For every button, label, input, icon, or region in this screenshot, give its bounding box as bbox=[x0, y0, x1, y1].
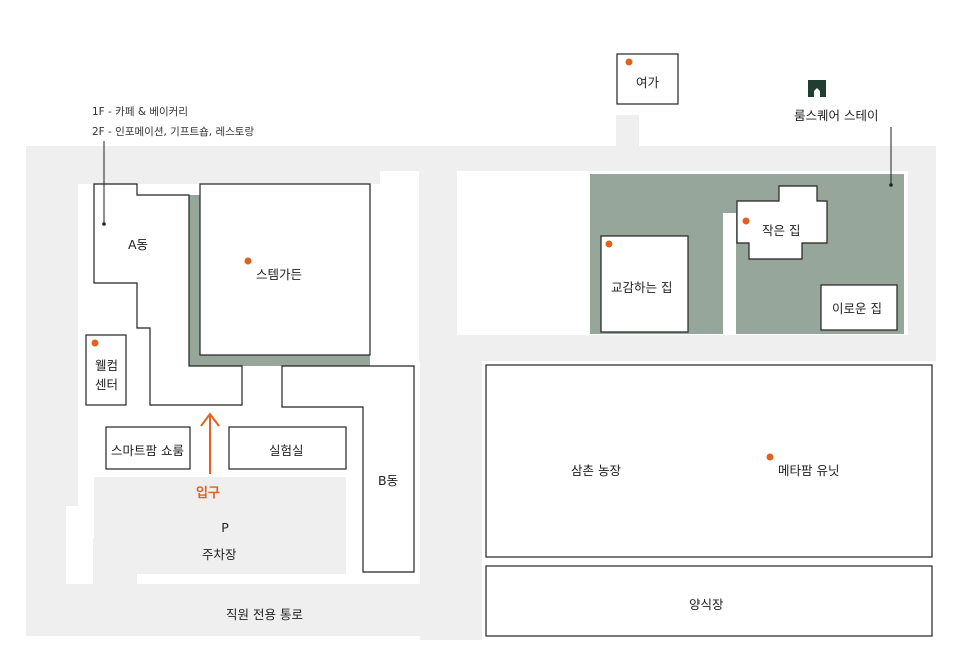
parking-symbol: P bbox=[221, 520, 229, 535]
label-lab: 실험실 bbox=[269, 443, 304, 458]
path-west bbox=[26, 146, 78, 506]
building-gyogam-jip[interactable] bbox=[600, 235, 689, 333]
building-a-dong[interactable] bbox=[93, 183, 243, 406]
location-dot-icon bbox=[742, 217, 750, 225]
label-gyogam-jip: 교감하는 집 bbox=[611, 280, 673, 295]
stemgarden-green-left bbox=[189, 195, 201, 366]
path-to-yeoga bbox=[616, 115, 639, 150]
location-dot-icon bbox=[91, 339, 99, 347]
path-east bbox=[908, 146, 936, 361]
floor-note-2f: 2F - 인포메이션, 기프트숍, 레스토랑 bbox=[92, 126, 255, 138]
entrance-arrow-icon bbox=[200, 412, 220, 474]
leader-dot bbox=[102, 222, 106, 226]
path-mid bbox=[419, 171, 457, 361]
label-yeoga: 여가 bbox=[636, 75, 660, 90]
leader-dot bbox=[889, 183, 893, 187]
parking-lot bbox=[94, 477, 346, 574]
label-iroun-jip: 이로운 집 bbox=[832, 301, 882, 316]
label-aquaculture: 양식장 bbox=[689, 597, 724, 612]
building-jageun-jip[interactable] bbox=[736, 185, 828, 260]
location-dot-icon bbox=[766, 453, 774, 461]
building-lab[interactable] bbox=[228, 426, 347, 470]
path-north-a bbox=[26, 146, 380, 184]
label-metafarm-unit: 메타팜 유닛 bbox=[778, 463, 840, 478]
stay-garden-path bbox=[723, 213, 736, 334]
label-a-dong: A동 bbox=[128, 237, 149, 252]
entrance-label: 입구 bbox=[196, 486, 220, 501]
building-samchon-farm[interactable] bbox=[485, 364, 933, 558]
building-b-dong[interactable] bbox=[281, 365, 415, 573]
path-north-b bbox=[380, 146, 936, 171]
path-sw bbox=[26, 506, 66, 636]
label-samchon-farm: 삼촌 농장 bbox=[571, 463, 621, 478]
label-jageun-jip: 작은 집 bbox=[762, 223, 801, 238]
label-b-dong: B동 bbox=[378, 473, 399, 488]
stemgarden-green-bottom bbox=[189, 355, 370, 366]
path-south-stay bbox=[419, 335, 936, 361]
label-welcome-center-line1: 웰컴 bbox=[95, 358, 119, 373]
label-welcome-center-line2: 센터 bbox=[95, 377, 119, 392]
building-stemgarden[interactable] bbox=[199, 183, 371, 356]
stay-flag-icon bbox=[808, 80, 826, 97]
building-welcome-center[interactable] bbox=[85, 334, 127, 406]
label-stemgarden: 스템가든 bbox=[256, 267, 303, 282]
label-room-square-stay: 룸스퀘어 스테이 bbox=[794, 108, 879, 123]
floor-note-1f: 1F - 카페 & 베이커리 bbox=[92, 106, 189, 118]
location-dot-icon bbox=[625, 58, 633, 66]
building-iroun-jip[interactable] bbox=[820, 284, 898, 331]
building-aquaculture[interactable] bbox=[485, 565, 933, 637]
building-smartfarm-showroom[interactable] bbox=[105, 426, 191, 470]
label-smartfarm-showroom: 스마트팜 쇼룸 bbox=[111, 443, 184, 458]
path-areas bbox=[26, 115, 936, 640]
location-dot-icon bbox=[605, 240, 613, 248]
label-parking: 주차장 bbox=[202, 547, 237, 562]
location-dot-icon bbox=[244, 257, 252, 265]
label-staff-road: 직원 전용 통로 bbox=[226, 607, 303, 622]
